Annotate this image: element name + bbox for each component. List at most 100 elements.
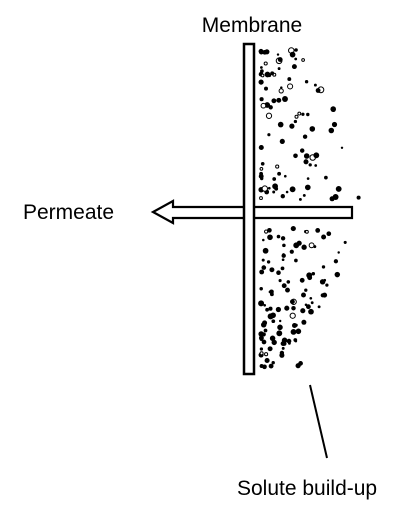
solute-particle [258, 335, 264, 341]
solute-particle [301, 292, 306, 298]
solute-particle [264, 357, 270, 364]
solute-particle [326, 231, 332, 237]
solute-particle [299, 277, 305, 283]
solute-particle [319, 279, 326, 285]
solute-particle [308, 163, 312, 167]
solute-particle [283, 174, 287, 178]
solute-particle [294, 339, 298, 343]
solute-particle [270, 71, 275, 76]
solute-particle [269, 267, 275, 273]
solute-particle [317, 305, 321, 309]
solute-particle [302, 134, 308, 139]
solute-particle [313, 152, 320, 159]
solute-particle [267, 346, 273, 352]
solute-particle [259, 351, 264, 356]
solute-particle [301, 58, 305, 62]
solute-particle [298, 197, 302, 201]
solute-particle [289, 123, 295, 129]
solute-particle [306, 112, 310, 117]
solute-particle [334, 271, 341, 278]
solute-particle [321, 265, 326, 269]
solute-particle [300, 308, 306, 314]
solute-particle [293, 153, 298, 159]
solute-particle [260, 322, 267, 328]
solute-particle [287, 77, 292, 82]
solute-particle [276, 234, 281, 239]
solute-particle [304, 184, 311, 191]
solute-particle [277, 324, 283, 331]
solute-particle [267, 133, 271, 137]
solute-particle [270, 312, 276, 319]
solute-particle [331, 121, 338, 128]
solute-particle [291, 305, 296, 311]
solute-particle [277, 57, 283, 63]
solute-particle [265, 307, 269, 312]
solute-particle [289, 186, 296, 193]
solute-particle [271, 319, 276, 324]
solute-particle [304, 80, 309, 84]
solute-particle [259, 167, 264, 171]
solute-particle [264, 86, 268, 91]
solute-particle [271, 339, 277, 346]
solute-particle [311, 271, 316, 276]
solute-particle [307, 275, 313, 281]
solute-particle [280, 236, 286, 241]
solute-particle [309, 296, 313, 300]
solute-particle [261, 185, 268, 192]
solute-particle [262, 238, 265, 242]
solute-particle [295, 328, 302, 335]
solute-particle [272, 190, 276, 194]
permeate-label: Permeate [23, 201, 114, 224]
solute-particle [301, 319, 307, 325]
solute-particle [301, 112, 305, 116]
solute-particle [260, 66, 263, 69]
solute-particle [260, 161, 265, 166]
solute-particle [282, 97, 286, 101]
solute-particle [272, 177, 277, 181]
solute-particle [268, 363, 274, 369]
solute-particle [313, 245, 317, 249]
solute-particle [261, 339, 267, 345]
solute-particle [275, 306, 282, 313]
solute-particle [289, 51, 296, 58]
solute-particle [296, 240, 302, 246]
solute-particle [258, 300, 265, 307]
solute-particle [260, 73, 265, 78]
solute-particle [315, 228, 321, 233]
solute-particle [258, 79, 264, 85]
solute-particle [303, 153, 310, 159]
solute-particle [278, 88, 284, 94]
solute-particle [276, 97, 282, 103]
solute-particle [308, 242, 315, 249]
solute-particle [278, 279, 282, 283]
solute-particle [267, 227, 272, 233]
solute-particle [333, 259, 339, 264]
solute-particle [303, 159, 309, 165]
solute-particle [277, 121, 284, 128]
solute-particle [266, 260, 271, 264]
solute-leader-line [309, 384, 328, 459]
solute-particle [263, 303, 267, 307]
solute-particle [280, 266, 285, 271]
solute-particle [285, 190, 289, 194]
solute-particle [309, 126, 316, 132]
solute-particle [282, 253, 285, 256]
solute-particle [294, 114, 299, 119]
solute-particle [277, 67, 281, 71]
solute-particle [259, 347, 264, 351]
solute-particle [321, 234, 327, 240]
solute-particle [279, 138, 285, 144]
solute-particle [265, 112, 273, 119]
solute-particle [264, 352, 269, 357]
solute-particle [258, 49, 264, 55]
solute-particle [293, 119, 298, 124]
solute-particle [268, 105, 273, 110]
solute-particle [306, 177, 310, 180]
solute-particle [281, 258, 285, 262]
solute-particle [260, 69, 264, 73]
solute-particle [274, 186, 279, 191]
solute-particle [269, 289, 274, 295]
solute-particle [259, 171, 264, 176]
solute-particle [271, 98, 277, 104]
solute-particle [263, 328, 268, 333]
